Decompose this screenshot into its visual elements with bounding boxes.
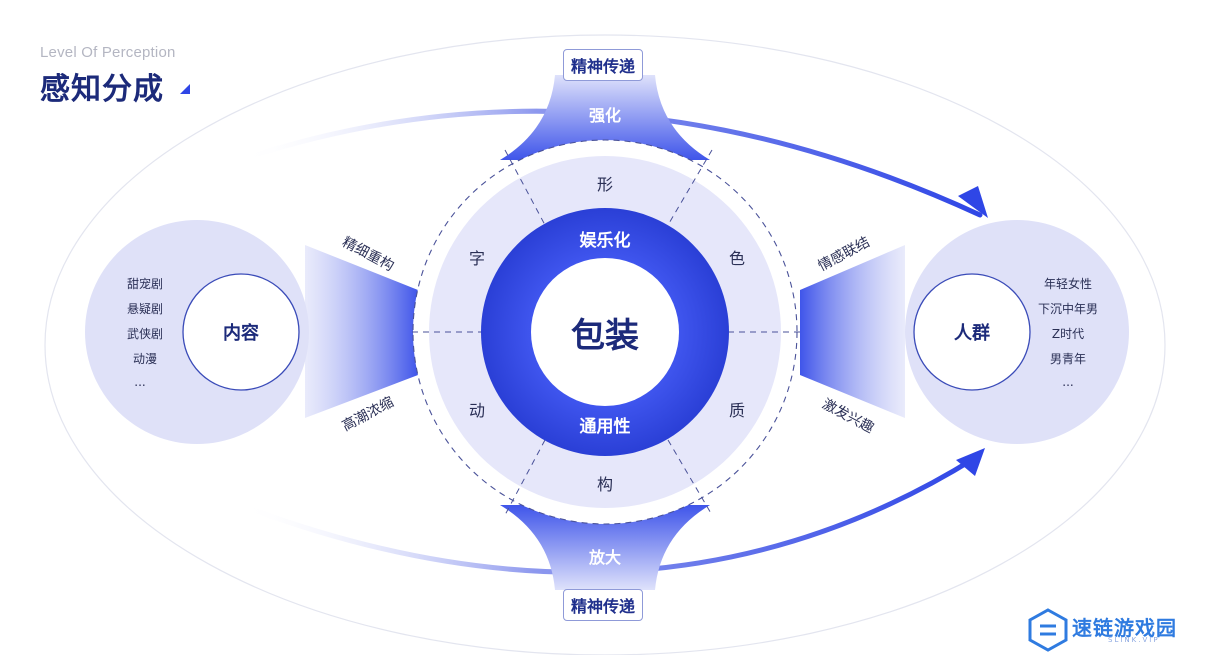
left-circle-label: 内容 [223,322,259,344]
ring-label-text: 字 [469,249,485,268]
watermark-logo-icon [1028,608,1068,652]
core-center [531,258,679,406]
content-item: 动漫 [133,352,157,366]
left-funnel [305,245,418,418]
right-inner-circle [913,273,1031,391]
audience-item: ... [1062,375,1073,389]
ring-label-color: 色 [729,249,745,268]
core-label: 包装 [571,316,639,356]
content-item: 甜宠剧 [127,276,163,291]
page-title: 感知分成 [40,72,164,107]
right-funnel [800,245,905,418]
top-arrowhead-icon [958,186,988,218]
spoke-bottom-left [504,439,546,516]
outer-ellipse [44,34,1166,655]
title-corner-mark-icon [180,84,190,94]
content-item: 悬疑剧 [127,301,163,316]
audience-item: Z时代 [1052,327,1084,341]
content-item: 武侠剧 [127,327,163,341]
spoke-top-left [504,149,546,226]
bottom-spirit-tag: 精神传递 [563,589,644,621]
bottom-funnel [500,505,710,590]
spoke-top-right [667,149,713,226]
ring-label-structure: 构 [597,475,613,494]
top-funnel-label: 强化 [589,106,621,125]
audience-item: 年轻女性 [1044,276,1092,291]
ring-label-motion: 动 [469,401,485,420]
audience-item: 男青年 [1050,352,1086,366]
watermark-subtext: SLINK.VIP [1108,636,1160,644]
core-top-label: 娱乐化 [580,230,631,251]
left-inner-circle [182,273,300,391]
watermark-text: 速链游戏园 [1072,616,1177,640]
bottom-arrowhead-icon [956,448,985,476]
content-item: ... [134,375,145,389]
audience-item: 下沉中年男 [1038,301,1098,316]
ring-label-texture: 质 [729,401,745,420]
page-subtitle: Level Of Perception [40,44,176,61]
ring-label-shape: 形 [597,175,613,194]
core-bottom-label: 通用性 [580,416,631,437]
spoke-bottom-right [667,439,713,516]
right-circle-label: 人群 [954,322,990,344]
bottom-funnel-label: 放大 [588,548,621,567]
top-spirit-tag: 精神传递 [563,49,644,81]
top-funnel [500,75,710,160]
